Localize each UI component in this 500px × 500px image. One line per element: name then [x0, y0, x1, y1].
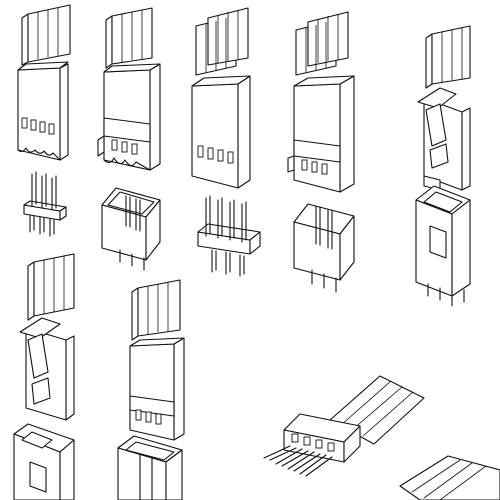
- ribbon-cable-plug-a: [17, 4, 71, 161]
- flat-cable-with-pins-o: [263, 375, 425, 477]
- latching-header-m: [13, 423, 75, 500]
- ribbon-cable-plug-k: [19, 253, 75, 421]
- ribbon-cable-plug-l: [129, 279, 185, 441]
- pin-header-h: [197, 195, 261, 277]
- shrouded-header-i: [293, 203, 355, 293]
- ribbon-cable-plug-d: [287, 11, 355, 193]
- flat-cable-p: [399, 455, 500, 500]
- latching-header-j: [415, 185, 471, 307]
- shrouded-header-g: [101, 187, 161, 271]
- shrouded-header-n: [117, 435, 183, 500]
- ribbon-cable-plug-c: [191, 7, 251, 189]
- ribbon-cable-plug-e: [417, 25, 471, 191]
- ribbon-cable-plug-b: [97, 7, 161, 171]
- pin-header-f: [23, 171, 67, 237]
